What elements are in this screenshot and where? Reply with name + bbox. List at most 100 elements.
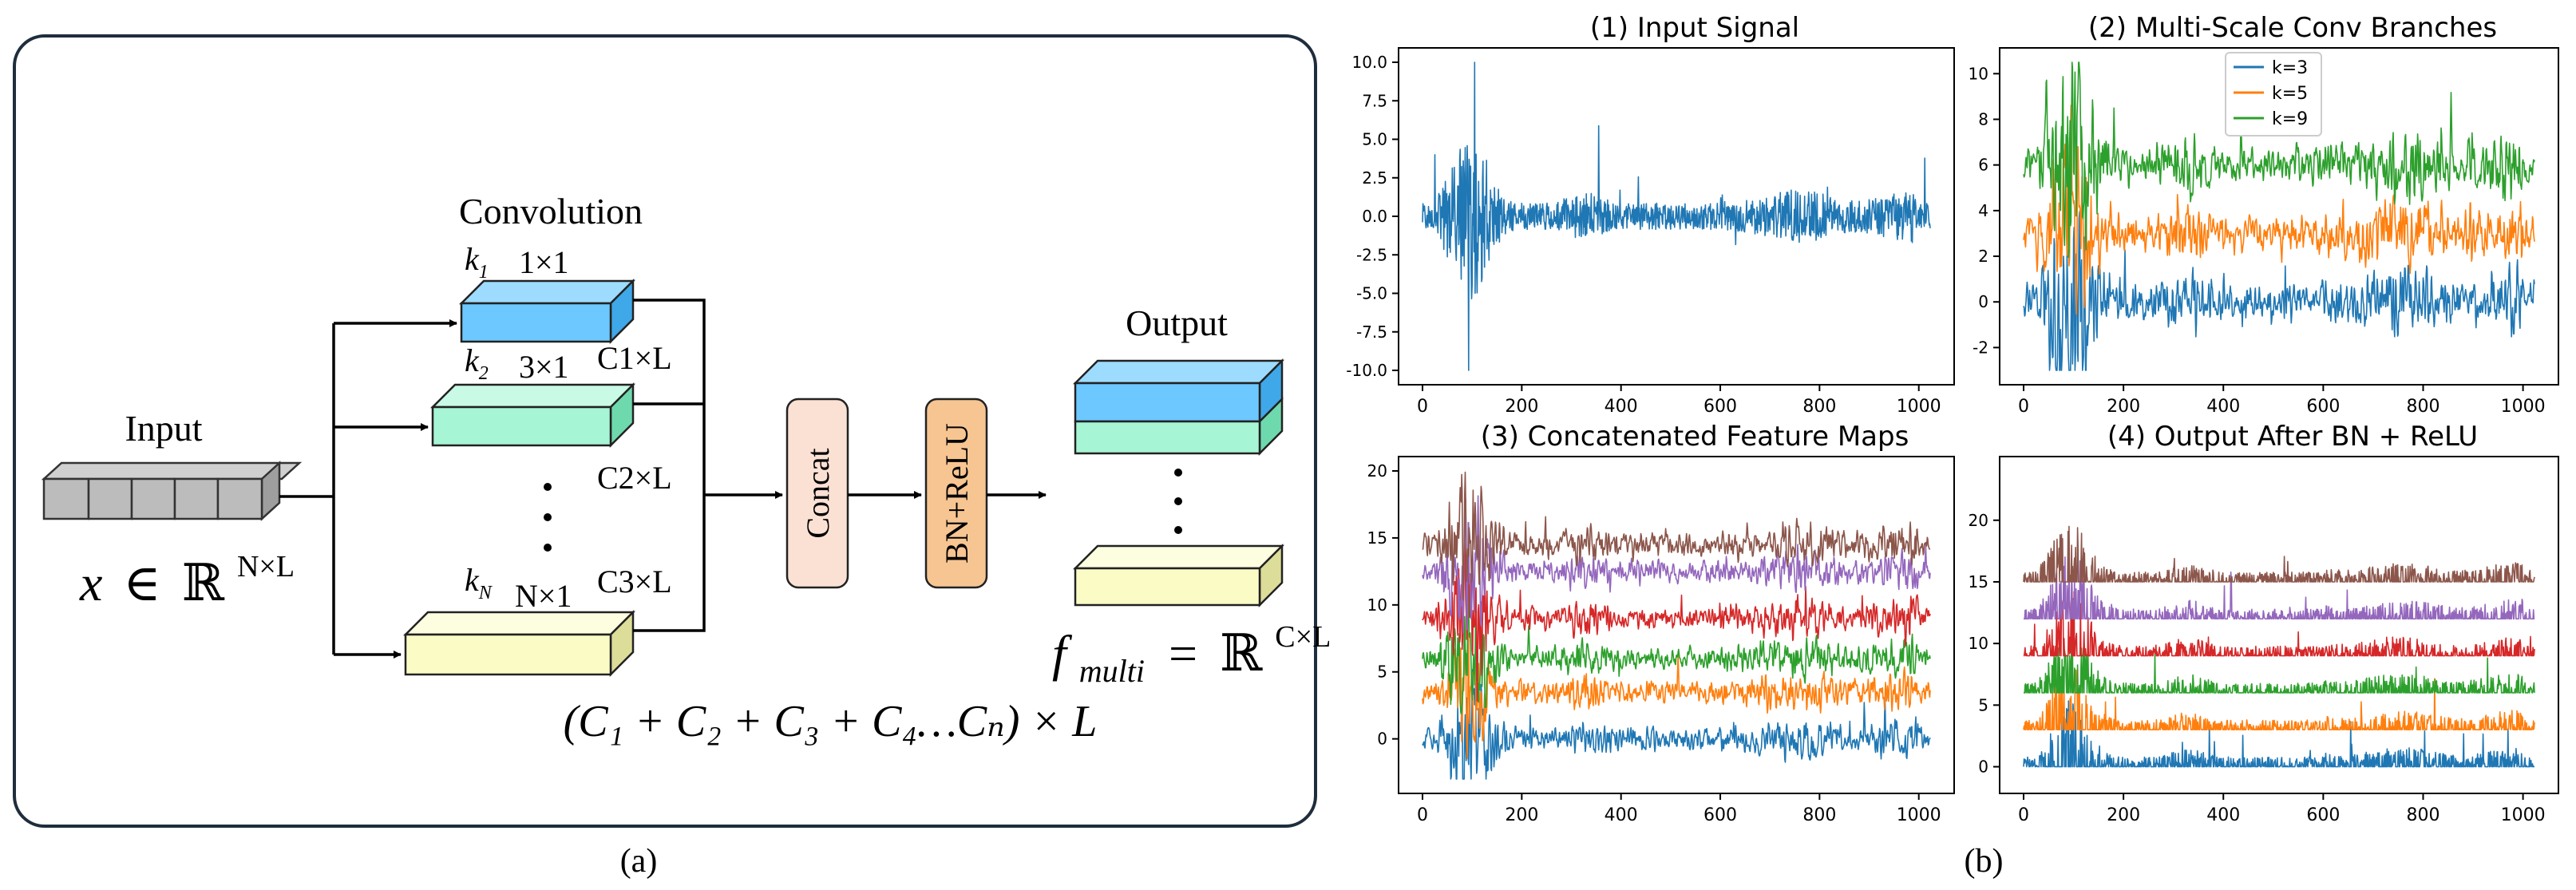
chart-4-series-1 <box>2023 669 2535 730</box>
chart-4-title: (4) Output After BN + ReLU <box>2107 421 2478 453</box>
chart-4-ytick-label-4: 0 <box>1978 757 1988 777</box>
chart-1-xtick-label-2: 400 <box>1605 397 1638 417</box>
chart-3-xtick-label-3: 600 <box>1703 805 1737 825</box>
legend-k5: k=5 <box>2272 84 2308 104</box>
chart-1-xtick-label-0: 0 <box>1417 397 1428 417</box>
chart-3-ytick-label-3: 5 <box>1377 663 1387 682</box>
chart-3-ytick-label-0: 20 <box>1367 461 1387 481</box>
chart-4-series-4 <box>2023 556 2535 620</box>
legend-k3: k=3 <box>2272 58 2308 78</box>
chart-4-ytick-label-1: 15 <box>1969 572 1988 591</box>
kernel-branch-1 <box>458 278 636 345</box>
kernel-2-k: k2 <box>465 342 489 384</box>
chart-4-ytick-label-3: 5 <box>1978 695 1988 714</box>
caption-a: (a) <box>620 843 658 880</box>
chart-1-ytick-label-3: 2.5 <box>1362 168 1387 188</box>
chart-2-xtick-label-5: 1000 <box>2501 397 2546 417</box>
kernel-1-size: 1×1 <box>519 244 569 280</box>
output-tensor <box>1072 358 1285 457</box>
kernel-n-k: kN <box>465 562 493 603</box>
chart-1-ytick-label-0: 10.0 <box>1351 53 1387 72</box>
chart-3-xtick-label-5: 1000 <box>1897 805 1941 825</box>
chart-3-xtick-label-2: 400 <box>1605 805 1638 825</box>
legend-k9: k=9 <box>2272 109 2308 129</box>
chart-1-title: (1) Input Signal <box>1590 12 1799 44</box>
kernel-branch-2 <box>429 382 636 449</box>
kernel-1-k: k1 <box>465 241 489 283</box>
chart-2-xtick-label-4: 800 <box>2406 397 2439 417</box>
chart-1-xtick-label-1: 200 <box>1505 397 1538 417</box>
chart-3-xtick-label-4: 800 <box>1802 805 1836 825</box>
input-formula: x ∈ ℝ N×L <box>79 550 295 611</box>
kernel-n-size: N×1 <box>515 578 572 614</box>
chart-3-xtick-label-0: 0 <box>1417 805 1428 825</box>
chart-2-ytick-label-6: -2 <box>1973 338 1988 357</box>
chart-3-frame <box>1398 456 1955 794</box>
chart-2-ytick-label-0: 10 <box>1969 64 1988 83</box>
chart-2-series-2 <box>2023 61 2535 259</box>
chart-1-xtick-label-3: 600 <box>1703 397 1737 417</box>
chart-2-series-0 <box>2023 211 2535 371</box>
chart-2-ytick-label-3: 4 <box>1978 201 1988 220</box>
chart-1-ytick-label-2: 5.0 <box>1362 130 1387 149</box>
chart-4-series-2 <box>2023 633 2535 694</box>
chart-4-series-5 <box>2023 525 2535 583</box>
chart-2: (2) Multi-Scale Conv Branches 0 200 400 600… <box>1969 12 2559 417</box>
chart-4-xtick-label-4: 800 <box>2406 805 2439 825</box>
chart-1-series-0 <box>1422 61 1931 371</box>
chart-2-ytick-label-5: 0 <box>1978 292 1988 311</box>
branch-ellipsis <box>544 483 552 552</box>
chart-3-series-3 <box>1422 536 1931 702</box>
chart-2-legend: k=3 k=5 k=9 <box>2225 52 2322 136</box>
chart-4-xtick-label-0: 0 <box>2018 805 2029 825</box>
bn-relu-label: BN+ReLU <box>939 423 975 564</box>
channel-sum-formula: (C₁ + C₂ + C₃ + C₄…Cₙ) × L <box>564 697 1098 746</box>
chart-1-ytick-label-8: -10.0 <box>1346 361 1387 380</box>
chart-3-series-1 <box>1422 633 1931 759</box>
chart-3-ytick-label-2: 10 <box>1367 595 1387 615</box>
chart-4-series-0 <box>2023 700 2535 768</box>
chart-2-xtick-label-1: 200 <box>2107 397 2140 417</box>
chart-4-ytick-label-2: 10 <box>1969 634 1988 653</box>
chart-1-ytick-label-7: -7.5 <box>1356 322 1387 342</box>
chart-3-ytick-label-1: 15 <box>1367 528 1387 548</box>
chart-2-series-1 <box>2023 105 2535 315</box>
kernel-2-size: 3×1 <box>519 349 569 385</box>
kernel-branch-n <box>402 609 636 678</box>
panel-a: Input x ∈ ℝ N×L Convolution k1 1×1 <box>13 34 1331 828</box>
output-ellipsis <box>1174 469 1182 534</box>
chart-1-ytick-label-5: -2.5 <box>1356 245 1387 264</box>
chart-2-ytick-label-2: 6 <box>1978 156 1988 175</box>
chart-1-ytick-label-6: -5.0 <box>1356 284 1387 303</box>
chart-2-ytick-label-1: 8 <box>1978 109 1988 129</box>
branch-dim-3: C3×L <box>597 564 672 599</box>
caption-b: (b) <box>1965 843 2004 880</box>
chart-2-title: (2) Multi-Scale Conv Branches <box>2088 12 2497 44</box>
chart-3-ytick-label-4: 0 <box>1377 730 1387 749</box>
chart-2-frame <box>1999 47 2559 386</box>
chart-4-xtick-label-2: 400 <box>2206 805 2240 825</box>
input-label: Input <box>125 408 202 449</box>
chart-2-xtick-label-2: 400 <box>2206 397 2240 417</box>
input-tensor <box>41 461 303 521</box>
output-tensor-last <box>1072 543 1285 608</box>
chart-2-xtick-label-3: 600 <box>2306 397 2340 417</box>
chart-3-title: (3) Concatenated Feature Maps <box>1481 421 1909 453</box>
chart-3-series-0 <box>1422 668 1931 780</box>
concat-block: Concat <box>785 398 849 589</box>
output-formula: f multi = ℝ C×L <box>1052 620 1331 693</box>
branch-dim-1: C1×L <box>597 340 672 376</box>
chart-3-xtick-label-1: 200 <box>1505 805 1538 825</box>
chart-4-xtick-label-5: 1000 <box>2501 805 2546 825</box>
chart-4-ytick-label-0: 20 <box>1969 511 1988 530</box>
chart-1-xtick-label-5: 1000 <box>1897 397 1941 417</box>
chart-4-series-3 <box>2023 591 2535 657</box>
chart-2-ytick-label-4: 2 <box>1978 247 1988 266</box>
merge-connectors <box>633 299 783 632</box>
chart-4-xtick-label-3: 600 <box>2306 805 2340 825</box>
chart-2-xtick-label-0: 0 <box>2018 397 2029 417</box>
chart-1-xtick-label-4: 800 <box>1802 397 1836 417</box>
